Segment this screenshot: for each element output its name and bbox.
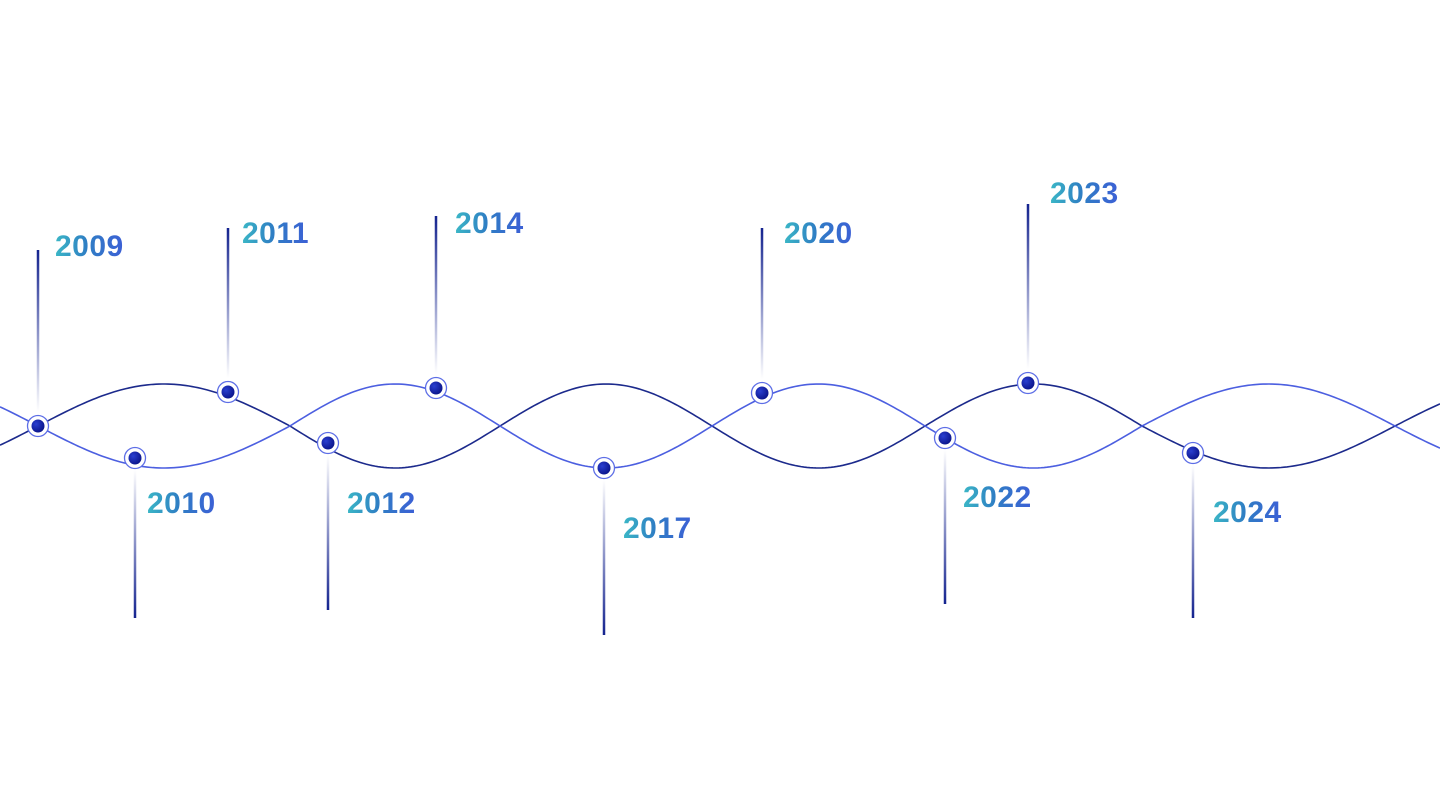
year-label-2010: 2010 — [147, 487, 216, 520]
year-label-2024: 2024 — [1213, 496, 1282, 529]
marker-dot — [938, 431, 952, 445]
timeline-stem — [943, 450, 947, 604]
marker-dot — [221, 385, 235, 399]
timeline-curve-light — [0, 383, 1440, 469]
year-label-2017: 2017 — [623, 512, 692, 545]
timeline-curve-dark — [0, 383, 1440, 469]
timeline-stem — [1191, 465, 1195, 618]
year-label-2022: 2022 — [963, 481, 1032, 514]
timeline-stem — [326, 455, 330, 610]
timeline-stem — [1026, 204, 1030, 369]
marker-dot — [128, 451, 142, 465]
year-label-2011: 2011 — [242, 217, 310, 250]
timeline-marker-2011 — [216, 228, 240, 404]
marker-dot — [429, 381, 443, 395]
marker-dot — [31, 419, 45, 433]
timeline-marker-2014 — [424, 216, 448, 400]
timeline-stem — [434, 216, 438, 374]
marker-dot — [321, 436, 335, 450]
marker-dot — [1021, 376, 1035, 390]
timeline-stem — [36, 250, 40, 412]
year-label-2023: 2023 — [1050, 177, 1119, 210]
timeline-stem — [226, 228, 230, 378]
timeline-marker-2012 — [316, 431, 340, 610]
timeline-marker-2009 — [26, 250, 50, 438]
timeline-marker-2017 — [592, 456, 616, 635]
timeline-marker-2020 — [750, 228, 774, 405]
timeline-stem — [133, 470, 137, 618]
marker-dot — [755, 386, 769, 400]
marker-dot — [1186, 446, 1200, 460]
timeline-stem — [602, 480, 606, 635]
year-label-2014: 2014 — [455, 207, 524, 240]
timeline-marker-2022 — [933, 426, 957, 604]
marker-dot — [597, 461, 611, 475]
timeline-marker-2023 — [1016, 204, 1040, 395]
year-label-2009: 2009 — [55, 230, 124, 263]
timeline-marker-2010 — [123, 446, 147, 618]
year-label-2020: 2020 — [784, 217, 853, 250]
year-label-2012: 2012 — [347, 487, 416, 520]
timeline-stem — [760, 228, 764, 379]
timeline-marker-2024 — [1181, 441, 1205, 618]
